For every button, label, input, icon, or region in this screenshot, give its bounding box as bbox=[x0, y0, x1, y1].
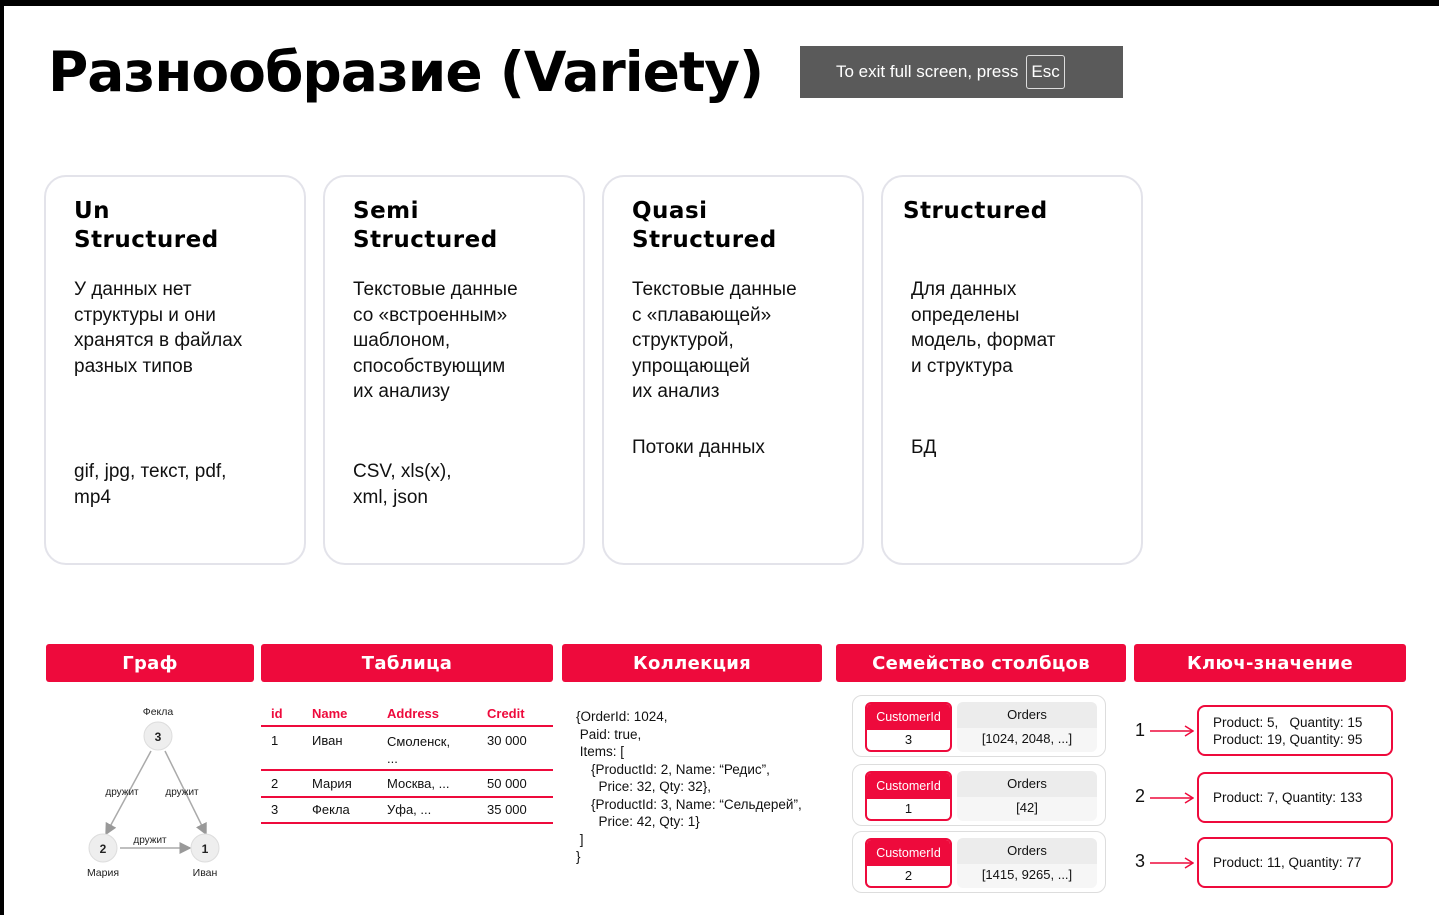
table-divider bbox=[261, 822, 553, 824]
section-header-key-value: Ключ-значение bbox=[1134, 644, 1406, 682]
customer-id-header: CustomerId bbox=[867, 840, 950, 866]
orders-value: [42] bbox=[1016, 800, 1038, 815]
graph-node-name: Мария bbox=[87, 867, 119, 879]
section-header-column-family: Семейство столбцов bbox=[836, 644, 1126, 682]
section-header-collection: Коллекция bbox=[562, 644, 822, 682]
card-examples: Потоки данных bbox=[632, 437, 765, 458]
customer-id-value: 2 bbox=[904, 868, 913, 883]
table-cell-name: Иван bbox=[312, 733, 343, 748]
table-cell-name: Мария bbox=[312, 776, 352, 791]
column-family-row: CustomerId 2 Orders [1415, 9265, ...] bbox=[852, 831, 1106, 893]
arrow-right-icon bbox=[1150, 857, 1194, 869]
orders-header: Orders bbox=[957, 771, 1097, 797]
slide: Разнообразие (Variety) To exit full scre… bbox=[4, 6, 1439, 915]
card-examples: gif, jpg, текст, pdf, mp4 bbox=[74, 461, 227, 508]
customer-id-cell: CustomerId 1 bbox=[865, 771, 952, 821]
orders-value: [1024, 2048, ...] bbox=[981, 731, 1073, 746]
card-examples: CSV, xls(x), xml, json bbox=[353, 461, 452, 508]
graph-edge bbox=[105, 750, 152, 836]
customer-id-cell: CustomerId 3 bbox=[865, 702, 952, 752]
card-description: Текстовые данные со «встроенным» шаблоно… bbox=[353, 279, 518, 402]
arrow-right-icon bbox=[1150, 725, 1194, 737]
graph-node-id: 2 bbox=[100, 842, 107, 856]
card-description: У данных нет структуры и они хранятся в … bbox=[74, 279, 243, 377]
card-unstructured: Un Structured У данных нет структуры и о… bbox=[44, 175, 306, 565]
kv-value: Product: 11, Quantity: 77 bbox=[1197, 837, 1393, 888]
graph-node bbox=[143, 721, 173, 751]
toast-text: To exit full screen, press bbox=[836, 62, 1019, 81]
column-family-row: CustomerId 1 Orders [42] bbox=[852, 764, 1106, 826]
graph-diagram: 3 2 1 Фекла Мария Иван дружит дружит дру… bbox=[87, 706, 220, 879]
kv-key: 2 bbox=[1135, 786, 1146, 806]
graph-node-name: Фекла bbox=[143, 706, 174, 718]
graph-node-id: 1 bbox=[202, 842, 209, 856]
table-cell-address: Москва, ... bbox=[387, 776, 450, 791]
collection-document: {OrderId: 1024, Paid: true, Items: [ {Pr… bbox=[576, 709, 802, 864]
customer-id-header: CustomerId bbox=[867, 773, 950, 799]
kv-key: 3 bbox=[1135, 851, 1146, 871]
table-divider bbox=[261, 769, 553, 771]
kv-key: 1 bbox=[1135, 720, 1146, 740]
card-title: Un Structured bbox=[74, 198, 219, 253]
table-cell-id: 3 bbox=[271, 802, 279, 817]
section-header-graph: Граф bbox=[46, 644, 254, 682]
table-header-name: Name bbox=[312, 706, 348, 721]
customer-id-value: 1 bbox=[904, 801, 913, 816]
table-cell-credit: 50 000 bbox=[487, 776, 527, 791]
orders-value: [1415, 9265, ...] bbox=[981, 867, 1073, 882]
esc-key-hint: Esc bbox=[1026, 55, 1065, 89]
orders-cell: Orders [42] bbox=[957, 771, 1097, 821]
column-family-row: CustomerId 3 Orders [1024, 2048, ...] bbox=[852, 695, 1106, 757]
arrow-right-icon bbox=[1150, 792, 1194, 804]
graph-edge-label: дружит bbox=[133, 835, 167, 846]
table-header-address: Address bbox=[387, 706, 440, 721]
card-semi-structured: Semi Structured Текстовые данные со «вст… bbox=[323, 175, 585, 565]
card-description: Текстовые данные с «плавающей» структуро… bbox=[632, 279, 797, 402]
table-cell-id: 1 bbox=[271, 733, 279, 748]
section-header-table: Таблица bbox=[261, 644, 553, 682]
orders-header: Orders bbox=[957, 838, 1097, 864]
orders-cell: Orders [1415, 9265, ...] bbox=[957, 838, 1097, 888]
card-title: Semi Structured bbox=[353, 198, 498, 253]
card-title: Quasi Structured bbox=[632, 198, 777, 253]
table-cell-address: Уфа, ... bbox=[387, 802, 432, 817]
card-structured: Structured Для данных определены модель,… bbox=[881, 175, 1143, 565]
slide-title: Разнообразие (Variety) bbox=[48, 40, 764, 104]
table-cell-credit: 35 000 bbox=[487, 802, 527, 817]
table-cell-id: 2 bbox=[271, 776, 279, 791]
card-quasi-structured: Quasi Structured Текстовые данные с «пла… bbox=[602, 175, 864, 565]
graph-node-name: Иван bbox=[193, 867, 218, 879]
graph-node-id: 3 bbox=[155, 730, 162, 744]
table-cell-credit: 30 000 bbox=[487, 733, 527, 748]
table-header-credit: Credit bbox=[487, 706, 525, 721]
graph-node bbox=[190, 833, 220, 863]
table-cell-address: Смоленск, ... bbox=[387, 734, 451, 766]
kv-value: Product: 5, Quantity: 15 Product: 19, Qu… bbox=[1197, 705, 1393, 756]
graph-edge bbox=[164, 750, 207, 836]
fullscreen-exit-toast: To exit full screen, press Esc bbox=[800, 46, 1123, 98]
customer-id-cell: CustomerId 2 bbox=[865, 838, 952, 888]
kv-value: Product: 7, Quantity: 133 bbox=[1197, 772, 1393, 823]
orders-cell: Orders [1024, 2048, ...] bbox=[957, 702, 1097, 752]
graph-edge-label: дружит bbox=[165, 787, 199, 798]
graph-edge-label: дружит bbox=[105, 787, 139, 798]
graph-node bbox=[88, 833, 118, 863]
customer-id-header: CustomerId bbox=[867, 704, 950, 730]
card-examples: БД bbox=[911, 437, 937, 458]
orders-header: Orders bbox=[957, 702, 1097, 728]
table-header-id: id bbox=[271, 706, 283, 721]
table-cell-name: Фекла bbox=[312, 802, 350, 817]
customer-id-value: 3 bbox=[904, 732, 913, 747]
card-title: Structured bbox=[903, 198, 1048, 224]
card-description: Для данных определены модель, формат и с… bbox=[911, 279, 1056, 377]
table-divider bbox=[261, 725, 553, 727]
table-divider bbox=[261, 796, 553, 798]
